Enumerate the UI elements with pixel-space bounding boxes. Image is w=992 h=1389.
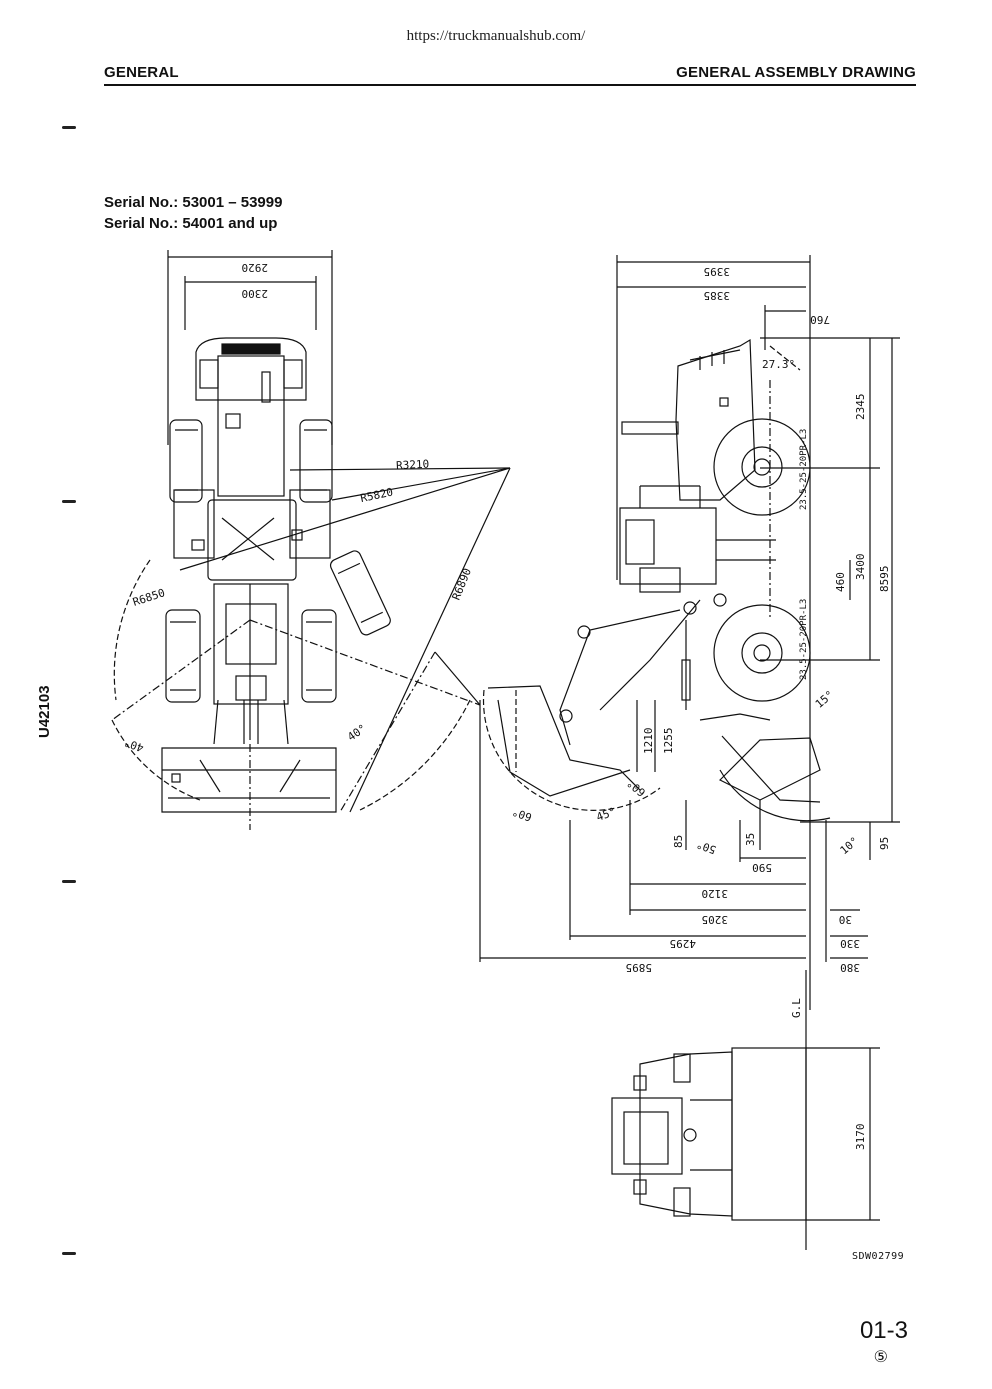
ground-line-label: G.L (790, 998, 803, 1018)
dim-2345: 2345 (854, 394, 867, 421)
source-url[interactable]: https://truckmanualshub.com/ (406, 28, 586, 44)
serial-range-1: Serial No.: 53001 – 53999 (104, 194, 283, 211)
drawing-code: SDW02799 (852, 1251, 905, 1262)
dim-angle-60-right: 60° (625, 776, 649, 799)
dim-r3210: R3210 (396, 458, 430, 473)
dim-95: 95 (878, 837, 891, 850)
dim-angle-10: 10° (838, 834, 862, 857)
tire-spec-front: 23.5-25-20PR-L3 (799, 599, 809, 680)
dim-3385: 3385 (704, 289, 731, 302)
binder-mark (62, 126, 76, 129)
dim-760: 760 (810, 313, 830, 326)
dim-r5820: R5820 (359, 485, 394, 505)
revision-mark: ⑤ (873, 1349, 888, 1366)
side-view (479, 255, 900, 1010)
dim-3170: 3170 (854, 1124, 867, 1151)
dim-2300: 2300 (242, 287, 269, 300)
top-view (111, 250, 511, 830)
dim-3400: 3400 (854, 554, 867, 581)
dim-angle-27-3: 27.3° (762, 358, 795, 371)
binder-mark (62, 1252, 76, 1255)
dim-angle-45: 45° (595, 805, 618, 824)
dim-330: 330 (840, 937, 860, 950)
dim-r6850: R6850 (131, 586, 167, 609)
header-rule (104, 84, 916, 86)
dim-5895: 5895 (626, 961, 653, 974)
dim-8595: 8595 (878, 566, 891, 593)
dim-angle-40-left: 40° (122, 735, 145, 754)
front-view (611, 1047, 880, 1221)
section-title: GENERAL (104, 64, 179, 81)
binder-mark (62, 880, 76, 883)
tire-spec-rear: 23.5-25-20PR-L3 (799, 429, 809, 510)
dim-angle-15: 15° (813, 688, 837, 711)
dim-3395: 3395 (704, 265, 731, 278)
dim-2920: 2920 (242, 261, 269, 274)
page-title: GENERAL ASSEMBLY DRAWING (676, 64, 916, 81)
dim-angle-60-left: 60° (511, 805, 534, 824)
dim-3205: 3205 (702, 913, 729, 926)
dim-angle-50: 50° (695, 837, 718, 856)
binder-mark (62, 500, 76, 503)
dim-4295: 4295 (670, 937, 697, 950)
dim-85: 85 (672, 835, 685, 848)
dim-380: 380 (840, 961, 860, 974)
dim-590: 590 (752, 861, 772, 874)
dim-30: 30 (839, 913, 852, 926)
dimension-labels: 2920 2300 R3210 R5820 R6850 R6890 40° 40… (122, 261, 891, 1150)
dim-r6890: R6890 (450, 566, 474, 602)
serial-range-2: Serial No.: 54001 and up (104, 215, 278, 232)
dim-1255: 1255 (662, 728, 675, 755)
page-number: 01-3 (859, 1317, 908, 1344)
dim-angle-40-right: 40° (345, 722, 369, 744)
dim-1210: 1210 (642, 728, 655, 755)
dim-460: 460 (834, 572, 847, 592)
dim-3120: 3120 (702, 887, 729, 900)
dim-35: 35 (744, 833, 757, 846)
